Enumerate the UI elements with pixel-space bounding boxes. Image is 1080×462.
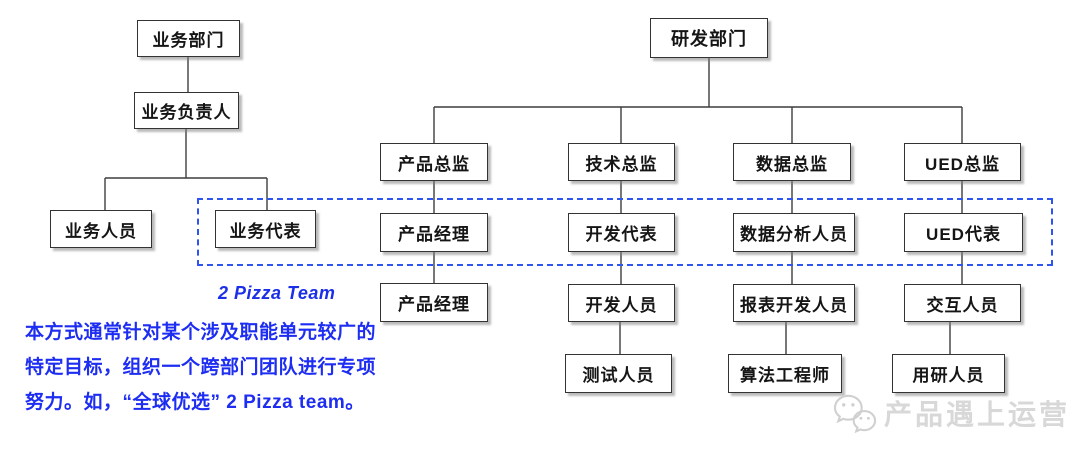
annotation-note: 本方式通常针对某个涉及职能单元较广的 特定目标，组织一个跨部门团队进行专项 努力… — [25, 315, 390, 420]
node-data-analyst: 数据分析人员 — [733, 213, 855, 252]
node-product-manager-rep: 产品经理 — [380, 213, 488, 252]
node-dev-staff: 开发人员 — [568, 284, 675, 322]
node-interaction-staff: 交互人员 — [904, 284, 1021, 322]
annotation-note-line3: 努力。如，“全球优选” 2 Pizza team。 — [25, 392, 365, 413]
wechat-icon — [833, 394, 877, 434]
two-pizza-team-boundary — [197, 198, 1053, 266]
node-business-lead: 业务负责人 — [134, 92, 239, 129]
node-business-dept: 业务部门 — [137, 20, 240, 57]
node-algo-engineer: 算法工程师 — [728, 354, 842, 393]
annotation-note-line2: 特定目标，组织一个跨部门团队进行专项 — [25, 357, 377, 378]
node-user-research: 用研人员 — [892, 354, 1005, 393]
node-product-manager: 产品经理 — [380, 283, 488, 322]
watermark: 产品遇上运营 — [832, 392, 1070, 434]
node-report-dev: 报表开发人员 — [733, 284, 855, 322]
node-product-director: 产品总监 — [380, 143, 488, 181]
node-tech-director: 技术总监 — [568, 143, 675, 181]
node-data-director: 数据总监 — [733, 143, 851, 181]
annotation-note-line1: 本方式通常针对某个涉及职能单元较广的 — [25, 322, 377, 343]
node-dev-rep: 开发代表 — [568, 213, 675, 252]
node-business-rep: 业务代表 — [215, 210, 316, 248]
node-ued-director: UED总监 — [904, 143, 1021, 181]
node-business-staff: 业务人员 — [50, 210, 152, 248]
node-test-staff: 测试人员 — [565, 354, 672, 393]
node-rd-dept: 研发部门 — [650, 18, 768, 58]
two-pizza-team-label: 2 Pizza Team — [218, 283, 336, 303]
watermark-text: 产品遇上运营 — [884, 399, 1071, 430]
node-ued-rep: UED代表 — [904, 213, 1023, 252]
